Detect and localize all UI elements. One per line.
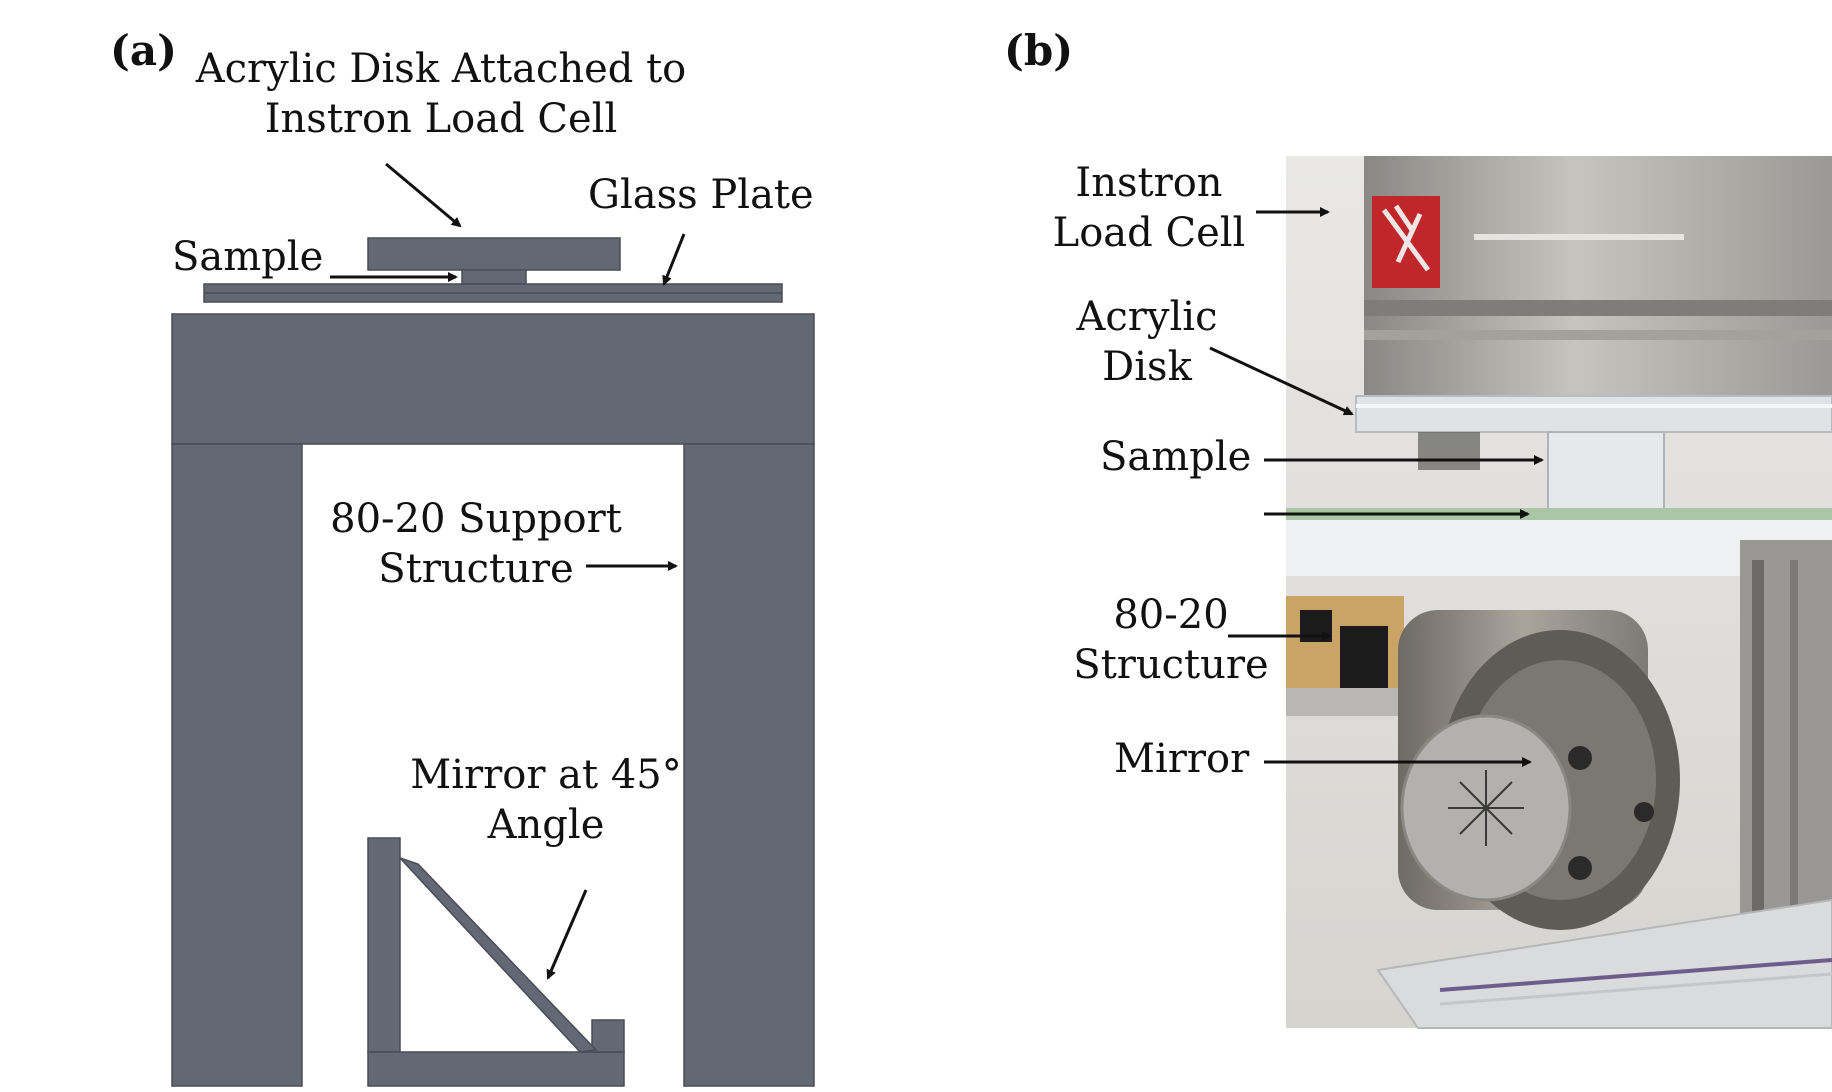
cad-acrylic-disk: [367, 237, 621, 271]
label-load-cell: Instron Load Cell: [1040, 158, 1258, 258]
panel-b-letter: (b): [1004, 26, 1074, 75]
arrow-mirror-a: [546, 889, 588, 980]
label-acrylic-b-line1: Acrylic: [1076, 294, 1218, 340]
label-mirror-a-line2: Angle: [487, 802, 605, 848]
label-acrylic-b-line2: Disk: [1102, 344, 1192, 390]
photo-acrylic-disk: [1355, 395, 1832, 433]
arrow-acrylic-disk-b: [1209, 346, 1354, 416]
label-structure-b-line2: Structure: [1073, 642, 1269, 688]
cad-mirror-base: [367, 1051, 625, 1087]
cad-mirror-stop: [591, 1019, 625, 1053]
label-support-line1: 80-20 Support: [330, 496, 622, 542]
label-support-structure: 80-20 Support Structure: [326, 494, 626, 594]
arrow-acrylic-disk: [385, 162, 462, 228]
label-acrylic-disk-b: Acrylic Disk: [1062, 292, 1232, 392]
label-sample-a: Sample: [172, 234, 324, 280]
cad-sample: [461, 269, 527, 285]
label-load-cell-line1: Instron: [1075, 160, 1223, 206]
label-8020-structure: 80-20 Structure: [1066, 590, 1276, 690]
cad-mirror-plate: [399, 857, 598, 1053]
label-support-line2: Structure: [378, 546, 574, 592]
cad-support-right-leg: [683, 443, 815, 1087]
photo-sample: [1547, 431, 1665, 515]
label-glass-plate: Glass Plate: [588, 172, 814, 218]
panel-a-letter: (a): [110, 26, 177, 75]
label-mirror-b: Mirror: [1114, 736, 1250, 782]
label-acrylic-disk: Acrylic Disk Attached to Instron Load Ce…: [186, 44, 696, 144]
arrow-glass-plate: [662, 233, 686, 286]
label-sample-b: Sample: [1100, 434, 1252, 480]
cad-support-left-leg: [171, 443, 303, 1087]
label-mirror-a-line1: Mirror at 45°: [410, 752, 682, 798]
photo-glass-plate: [1286, 508, 1832, 520]
label-mirror-a: Mirror at 45° Angle: [396, 750, 696, 850]
label-load-cell-line2: Load Cell: [1052, 210, 1246, 256]
label-structure-b-line1: 80-20: [1113, 592, 1229, 638]
cad-mirror-vertical-bracket: [367, 837, 401, 1053]
photo-acrylic-base: [1376, 898, 1832, 1029]
panel-b-photo: [1286, 156, 1832, 1029]
photo-load-cell: [1364, 156, 1832, 404]
label-acrylic-disk-line2: Instron Load Cell: [264, 96, 618, 142]
label-acrylic-disk-line1: Acrylic Disk Attached to: [195, 46, 687, 92]
cad-support-top-beam: [171, 313, 815, 445]
